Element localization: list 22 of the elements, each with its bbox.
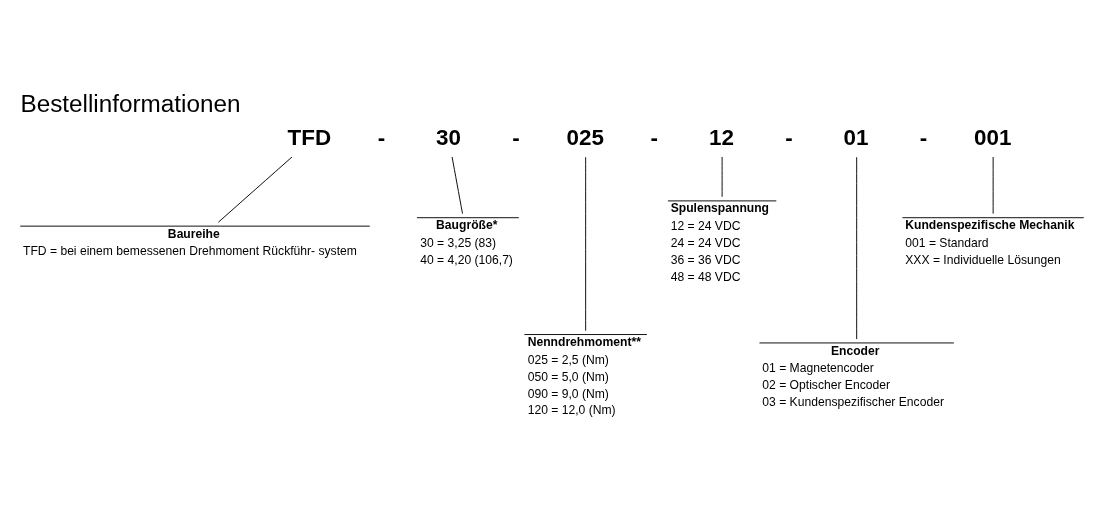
label: - (650, 124, 659, 150)
node-text: TFD (287, 124, 332, 150)
node-text: 12 (709, 124, 734, 150)
node-text: Baureihe TFD = bei einem bemessenen Drehmoment Rückführ- system (23, 226, 357, 258)
node-text: 001 (973, 124, 1012, 150)
node-text: Encoder 01 = Magnetencoder 02 = Optischer Encoder 03 = Kundenspezifischer Encoder (762, 343, 944, 409)
connector (217, 156, 293, 223)
node-text: Nenndrehmoment** 025 = 2,5 (Nm) 050 = 5,0 (Nm) 090 = 9,0 (Nm) 120 = 12,0 (Nm) (527, 334, 641, 417)
node-text: 30 (436, 124, 462, 150)
node-text: Baugröße* 30 = 3,25 (83) 40 = 4,20 (106,7) (420, 217, 513, 267)
node-text: 01 (843, 124, 869, 150)
label: - (377, 124, 386, 150)
connector (856, 156, 858, 340)
node-text: 025 (566, 124, 604, 150)
diagram-title: Bestellinformationen (20, 89, 241, 117)
node-text: Kundenspezifische Mechanik 001 = Standard XXX = Individuelle Lösungen (905, 217, 1075, 267)
connector (585, 156, 587, 331)
label: - (512, 124, 520, 150)
connector (451, 156, 463, 214)
label: - (785, 124, 793, 150)
node-text: Spulenspannung 12 = 24 VDC 24 = 24 VDC 36 = 36 VDC 48 = 48 VDC (670, 200, 770, 284)
label: - (919, 124, 928, 150)
